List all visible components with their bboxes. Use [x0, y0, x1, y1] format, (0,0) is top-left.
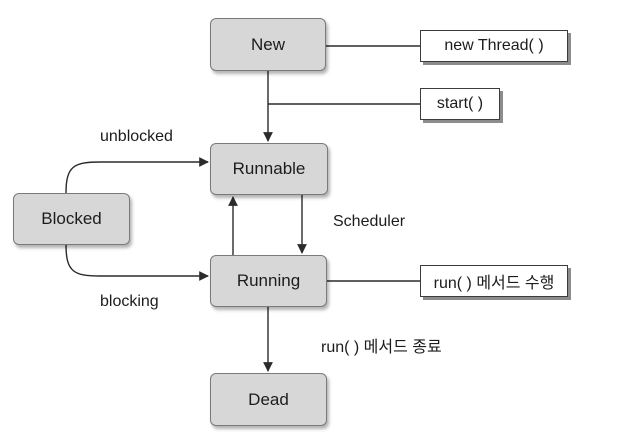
state-running: Running [210, 255, 327, 307]
edge-blocking [65, 244, 209, 281]
state-runnable-label: Runnable [232, 159, 306, 178]
edge-label-scheduler: Scheduler [333, 213, 406, 230]
state-runnable: Runnable [210, 143, 328, 195]
note-new-thread-text: new Thread( ) [444, 37, 544, 54]
state-dead: Dead [210, 373, 327, 426]
note-start: start( ) [420, 88, 500, 120]
note-run-method: run( ) 메서드 수행 [420, 265, 568, 297]
state-blocked: Blocked [13, 193, 130, 245]
note-new-thread: new Thread( ) [420, 30, 568, 62]
state-running-label: Running [236, 271, 301, 290]
edge-label-blocking: blocking [100, 293, 159, 310]
note-run-method-text: run( ) 메서드 수행 [433, 275, 555, 292]
note-start-text: start( ) [436, 95, 484, 112]
state-new-label: New [250, 34, 285, 54]
edge-label-run-end: run( ) 메서드 종료 [321, 339, 442, 356]
state-blocked-label: Blocked [41, 209, 102, 228]
state-dead-label: Dead [248, 389, 289, 409]
edge-blocked-to-runnable [65, 157, 209, 194]
edge-label-unblocked: unblocked [100, 128, 173, 145]
state-new: New [210, 18, 326, 71]
